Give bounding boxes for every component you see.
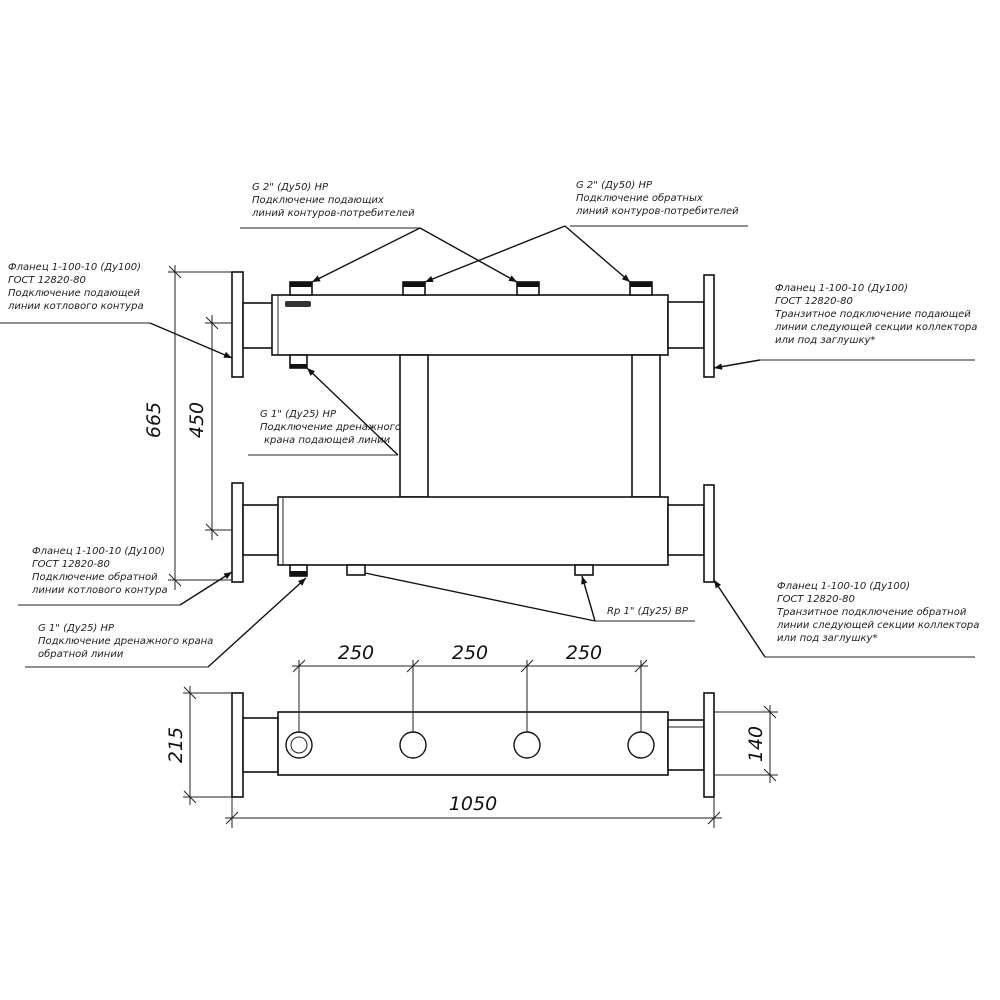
dim-215-label: 215 <box>165 727 187 763</box>
right-stub-lower <box>667 504 705 556</box>
callout-rp-fitting: Rp 1" (Ду25) ВР <box>607 606 689 617</box>
dim-1050-label: 1050 <box>449 793 497 815</box>
left-flange-lower <box>231 482 244 583</box>
right-flange-lower <box>703 484 715 583</box>
vertical-connector <box>631 354 661 498</box>
svg-text:Фланец 1-100-10 (Ду100): Фланец 1-100-10 (Ду100) <box>8 262 141 273</box>
svg-text:Подключение обратной: Подключение обратной <box>32 571 158 583</box>
rp-fitting <box>346 564 366 576</box>
svg-text:линии котлового контура: линии котлового контура <box>31 585 168 596</box>
svg-text:линии следующей секции коллект: линии следующей секции коллектора <box>776 620 979 631</box>
svg-text:Подключение подающих: Подключение подающих <box>252 195 384 206</box>
svg-text:обратной линии: обратной линии <box>38 648 124 660</box>
svg-text:Подключение подающей: Подключение подающей <box>8 288 141 299</box>
svg-text:ГОСТ 12820-80: ГОСТ 12820-80 <box>8 275 86 286</box>
leader-lines <box>0 225 975 668</box>
svg-text:ГОСТ 12820-80: ГОСТ 12820-80 <box>775 296 853 307</box>
svg-text:линии следующей секции коллект: линии следующей секции коллектора <box>774 322 977 333</box>
dim-pitch-1: 250 <box>338 642 374 664</box>
dim-665-label: 665 <box>143 402 165 438</box>
svg-text:Подключение дренажного: Подключение дренажного <box>260 422 401 433</box>
svg-text:Подключение дренажного крана: Подключение дренажного крана <box>38 636 213 647</box>
vertical-connector <box>399 354 429 498</box>
dimension-665: 665 <box>143 265 232 590</box>
svg-text:Фланец 1-100-10 (Ду100): Фланец 1-100-10 (Ду100) <box>777 581 910 592</box>
svg-text:линий контуров-потребителей: линий контуров-потребителей <box>575 205 739 217</box>
svg-text:ГОСТ 12820-80: ГОСТ 12820-80 <box>777 594 855 605</box>
plan-body <box>277 711 669 776</box>
svg-text:или под заглушку*: или под заглушку* <box>777 633 877 644</box>
callout-return-outlets: G 2" (Ду50) НР Подключение обратных лини… <box>575 180 739 217</box>
svg-text:ГОСТ 12820-80: ГОСТ 12820-80 <box>32 559 110 570</box>
svg-text:линий контуров-потребителей: линий контуров-потребителей <box>251 207 415 219</box>
svg-text:G 1" (Ду25) НР: G 1" (Ду25) НР <box>260 409 337 420</box>
svg-text:Транзитное подключение обратно: Транзитное подключение обратной <box>777 606 967 618</box>
upper-header-body <box>271 294 669 356</box>
callout-flange-supply-right: Фланец 1-100-10 (Ду100) ГОСТ 12820-80 Тр… <box>774 283 977 346</box>
dim-pitch-3: 250 <box>566 642 602 664</box>
dimension-450: 450 <box>186 315 232 540</box>
callout-drain-return: G 1" (Ду25) НР Подключение дренажного кр… <box>38 623 213 660</box>
svg-text:G 2" (Ду50) НР: G 2" (Ду50) НР <box>252 182 329 193</box>
plan-right-stub <box>667 719 705 771</box>
return-header <box>231 482 715 583</box>
callout-supply-outlets: G 2" (Ду50) НР Подключение подающих лини… <box>251 182 415 219</box>
svg-text:Фланец 1-100-10 (Ду100): Фланец 1-100-10 (Ду100) <box>775 283 908 294</box>
plan-left-stub <box>242 717 279 773</box>
svg-text:G 1" (Ду25) НР: G 1" (Ду25) НР <box>38 623 115 634</box>
svg-text:Подключение обратных: Подключение обратных <box>576 192 703 204</box>
svg-text:Фланец 1-100-10 (Ду100): Фланец 1-100-10 (Ду100) <box>32 546 165 557</box>
left-flange-upper <box>231 271 244 378</box>
svg-text:линии котлового контура: линии котлового контура <box>7 301 144 312</box>
callout-flange-return-left: Фланец 1-100-10 (Ду100) ГОСТ 12820-80 По… <box>31 546 168 596</box>
callout-flange-supply-left: Фланец 1-100-10 (Ду100) ГОСТ 12820-80 По… <box>7 262 144 312</box>
callout-drain-supply: G 1" (Ду25) НР Подключение дренажного кр… <box>260 409 401 446</box>
right-flange-upper <box>703 274 715 378</box>
rp-fitting <box>574 564 594 576</box>
right-stub-upper <box>667 301 705 349</box>
svg-text:крана подающей линии: крана подающей линии <box>264 435 391 446</box>
left-stub-upper <box>242 302 274 349</box>
dim-pitch-2: 250 <box>452 642 488 664</box>
plan-left-flange <box>231 692 244 798</box>
svg-text:G 2" (Ду50) НР: G 2" (Ду50) НР <box>576 180 653 191</box>
supply-header <box>231 271 715 378</box>
dim-450-label: 450 <box>186 402 208 438</box>
svg-text:Транзитное подключение подающе: Транзитное подключение подающей <box>775 309 971 320</box>
svg-text:или под заглушку*: или под заглушку* <box>775 335 875 346</box>
logo-plate <box>285 301 311 307</box>
left-stub-lower <box>242 504 279 556</box>
lower-header-body <box>277 496 669 566</box>
dim-140-label: 140 <box>745 726 767 762</box>
plan-view: 250 250 250 215 140 1050 <box>165 642 778 828</box>
plan-right-flange <box>703 692 715 798</box>
callout-flange-return-right: Фланец 1-100-10 (Ду100) ГОСТ 12820-80 Тр… <box>776 581 979 644</box>
